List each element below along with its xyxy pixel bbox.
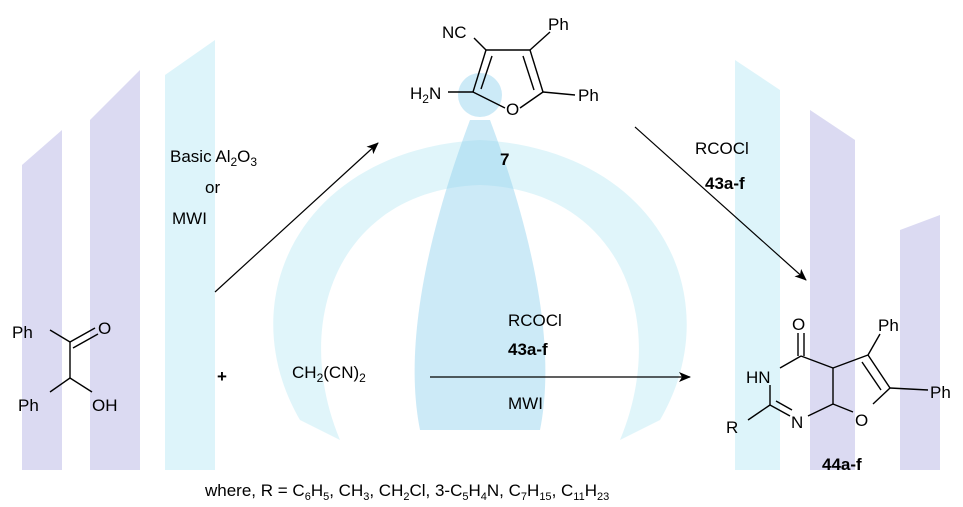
watermark-left-stripe-1: [22, 130, 62, 470]
bond-c5-c6-2: [861, 361, 882, 391]
bond-c2-n1-1: [769, 404, 791, 417]
benzoin-oh: OH: [92, 396, 118, 415]
bond-n1-c7a: [807, 403, 834, 417]
or-label: or: [205, 178, 220, 197]
watermark-figure: [414, 120, 546, 430]
bond-c5-ph: [542, 91, 576, 96]
mwi-label-step3: MWI: [508, 394, 543, 413]
compound-44-furopyrimidinone: O Ph HN Ph R N O 44a-f: [726, 315, 951, 474]
watermark-right-stripe-3: [735, 60, 780, 470]
furan-o-label: O: [506, 100, 519, 119]
r-group-footnote: where, R = C6H5, CH3, CH2Cl, 3-C5H4N, C7…: [204, 481, 609, 503]
bond-c-o-double-1: [69, 327, 96, 343]
ph-top-label: Ph: [548, 15, 569, 34]
rcocl-label-step2: RCOCl: [695, 139, 749, 158]
bond-c4a-c4: [800, 355, 834, 369]
reagent-number-step3: 43a-f: [508, 340, 548, 359]
malononitrile-label: CH2(CN)2: [292, 363, 366, 385]
bond-ch-ph: [49, 377, 71, 393]
bond-c5-ph: [867, 333, 881, 356]
bond-ph-co: [49, 329, 71, 343]
bond-c3-nc: [473, 37, 487, 51]
bond-c2-n1-2: [775, 400, 793, 411]
compound-number-44: 44a-f: [822, 455, 862, 474]
bond-c4-c5-double: [522, 55, 535, 91]
bond-o-c2: [472, 91, 506, 109]
compound-7-furan: NC Ph H2N O Ph 7: [410, 15, 599, 169]
benzoin-ph-top: Ph: [12, 323, 33, 342]
product-n: N: [791, 413, 803, 432]
nc-label: NC: [442, 23, 467, 42]
product-ph-top: Ph: [878, 316, 899, 335]
product-ring-o: O: [855, 411, 868, 430]
watermark-right-stripe-1: [900, 215, 940, 470]
watermark-left-stripe-3: [165, 40, 215, 470]
bond-c4-n3: [779, 355, 802, 369]
watermark-left-stripe-2: [90, 70, 140, 470]
watermark-right-stripe-2: [810, 110, 855, 470]
watermark-ring: [273, 140, 687, 440]
ph-right-label: Ph: [578, 86, 599, 105]
benzoin-ph-bottom: Ph: [18, 396, 39, 415]
arrow-step-2: [634, 126, 807, 281]
bond-c-o-double-2: [72, 333, 99, 349]
arrow-step-1: [214, 142, 379, 293]
bond-c2-r: [747, 404, 771, 421]
reagent-number-step2: 43a-f: [705, 174, 745, 193]
bond-o7-c7a: [832, 403, 854, 413]
nh2-label: H2N: [410, 84, 441, 106]
bond-c6-o7: [872, 387, 891, 405]
rcocl-label-step3: RCOCl: [508, 311, 562, 330]
bond-ch-oh: [69, 377, 93, 393]
bond-c5-o: [519, 91, 544, 109]
product-carbonyl-o: O: [792, 315, 805, 334]
product-ph-right: Ph: [930, 383, 951, 402]
bond-c5-c6-1: [867, 354, 891, 389]
step-2-conditions: RCOCl 43a-f: [695, 139, 749, 193]
benzoin-o: O: [98, 319, 111, 338]
compound-number-7: 7: [500, 150, 509, 169]
mwi-label-step1: MWI: [172, 209, 207, 228]
product-r: R: [726, 418, 738, 437]
step-1-conditions: Basic Al2O3 or MWI: [170, 147, 257, 228]
bond-c4-c5: [529, 49, 544, 93]
step-3-conditions: RCOCl 43a-f MWI: [508, 311, 562, 413]
bond-c2-c3: [472, 49, 487, 93]
product-hn: HN: [746, 368, 771, 387]
bond-c2-c3-double: [480, 55, 493, 90]
plus-sign: +: [217, 367, 227, 386]
basic-al2o3-label: Basic Al2O3: [170, 147, 257, 169]
bond-c4-ph: [529, 31, 551, 51]
bond-c6-ph: [889, 387, 929, 391]
watermark-logo: [22, 40, 940, 470]
benzoin: Ph O Ph OH: [12, 319, 118, 415]
bond-c4a-c5: [832, 354, 869, 369]
